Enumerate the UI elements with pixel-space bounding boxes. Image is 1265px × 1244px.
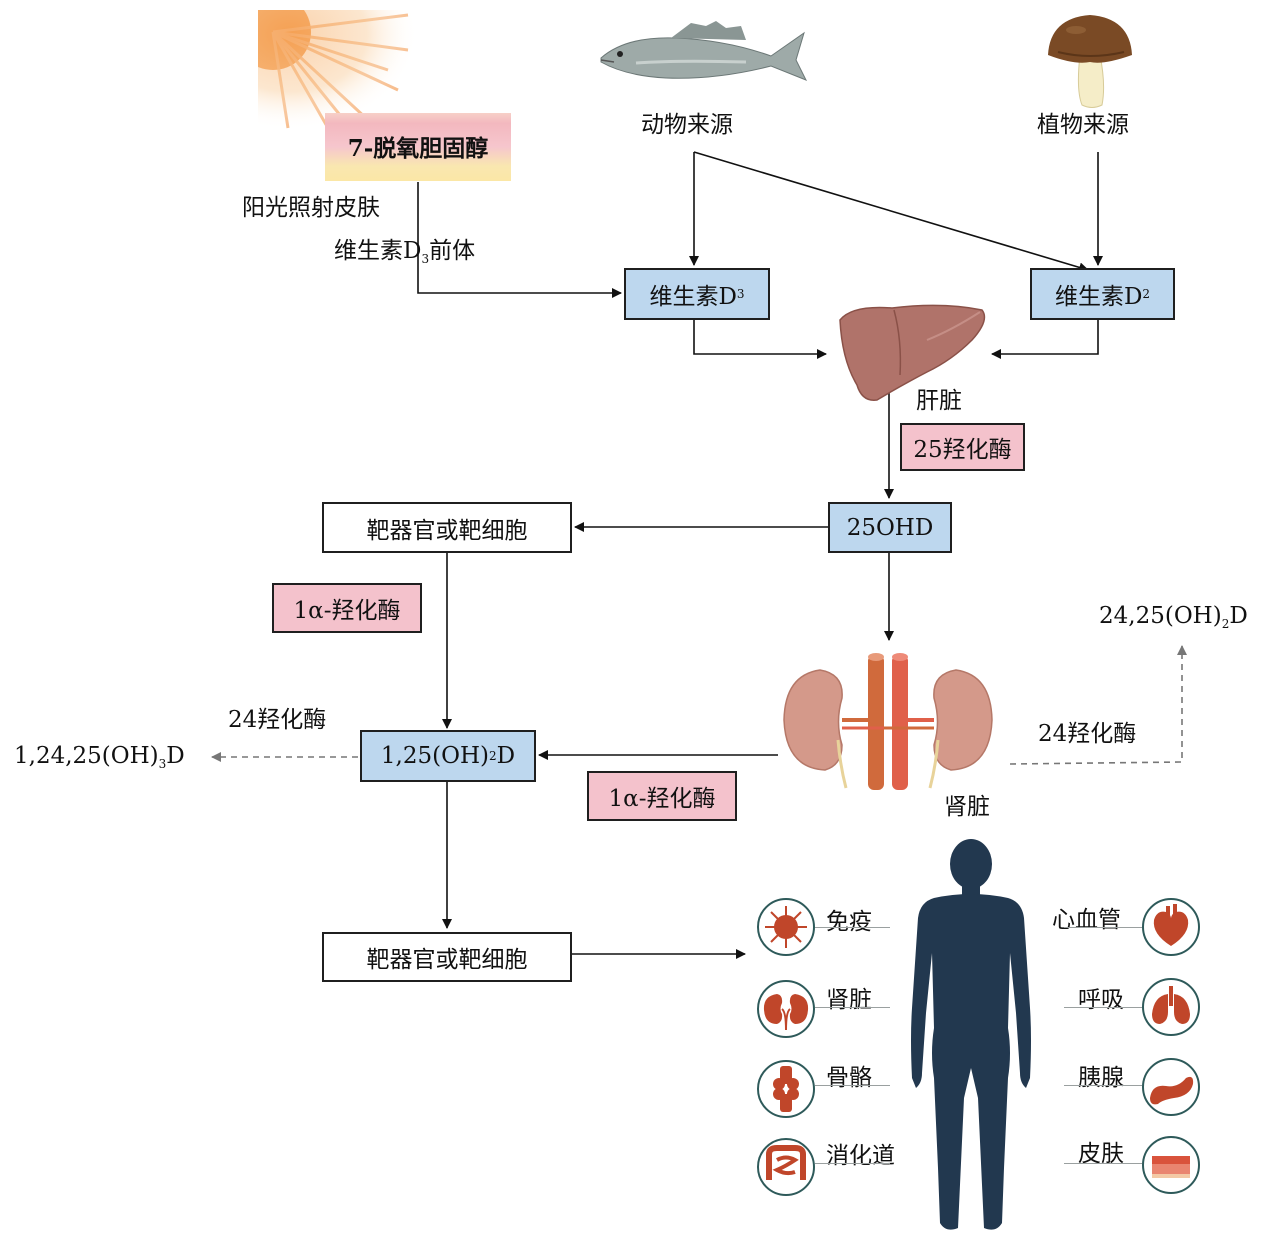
kidneys-icon bbox=[783, 653, 993, 790]
organ-label-respiratory: 呼吸 bbox=[1078, 987, 1124, 1013]
animal-source-label: 动物来源 bbox=[641, 112, 733, 138]
plant-source-label: 植物来源 bbox=[1037, 112, 1129, 138]
enzyme-25-box: 25羟化酶 bbox=[900, 423, 1025, 471]
mushroom-icon bbox=[1048, 15, 1132, 108]
liver-icon bbox=[839, 304, 986, 401]
skin-organ-icon-circle bbox=[1142, 1136, 1200, 1194]
product-12425-label: 1,24,25(OH)3D bbox=[14, 743, 185, 771]
enzyme-24-left-label: 24羟化酶 bbox=[228, 707, 327, 733]
virus-icon bbox=[765, 906, 807, 948]
arrow-skin-to-d3 bbox=[417, 182, 622, 298]
kidney-small-icon bbox=[763, 994, 809, 1031]
skin-icon bbox=[1152, 1156, 1190, 1178]
organ-label-skin: 皮肤 bbox=[1078, 1141, 1124, 1167]
organ-line-immune bbox=[815, 927, 890, 928]
organ-line-kidney bbox=[815, 1007, 890, 1008]
immune-icon-circle bbox=[757, 898, 815, 956]
sun-text: 阳光照射皮肤 bbox=[242, 195, 380, 221]
sun-icon bbox=[258, 10, 418, 130]
heart-icon bbox=[1153, 904, 1189, 946]
enzyme-1a-box-left: 1α-羟化酶 bbox=[272, 583, 422, 633]
organ-label-cardio: 心血管 bbox=[1052, 907, 1121, 933]
fish-icon bbox=[600, 21, 808, 81]
target-organ-box-bottom: 靶器官或靶细胞 bbox=[322, 932, 572, 982]
organ-line-digestive bbox=[815, 1163, 890, 1164]
arrow-d2-to-liver bbox=[991, 320, 1099, 359]
human-body-icon bbox=[911, 839, 1031, 1230]
organ-line-pancreas bbox=[1064, 1085, 1142, 1086]
organ-label-bone: 骨骼 bbox=[826, 1065, 872, 1091]
target-organ-box-top: 靶器官或靶细胞 bbox=[322, 502, 572, 553]
intestine-icon bbox=[766, 1145, 806, 1180]
arrow-kidney-to-2425 bbox=[1009, 645, 1187, 765]
arrow-animal-to-d2 bbox=[693, 151, 1089, 273]
arrow-d3-to-liver bbox=[693, 320, 827, 359]
organ-line-respiratory bbox=[1064, 1007, 1142, 1008]
liver-label: 肝脏 bbox=[916, 388, 962, 414]
organ-label-pancreas: 胰腺 bbox=[1078, 1065, 1124, 1091]
heart-icon-circle bbox=[1142, 898, 1200, 956]
skin-label: 7-脱氧胆固醇 bbox=[347, 135, 489, 162]
kidney-label: 肾脏 bbox=[944, 794, 990, 820]
skin-layer-icon bbox=[325, 113, 511, 181]
precursor-text: 维生素D3前体 bbox=[334, 238, 476, 266]
ohd-box: 25OHD bbox=[828, 502, 952, 553]
lungs-icon bbox=[1152, 986, 1190, 1024]
bone-joint-icon bbox=[773, 1066, 799, 1112]
organ-line-cardio bbox=[1064, 927, 1142, 928]
enzyme-1a-box-right: 1α-羟化酶 bbox=[587, 771, 737, 821]
kidney-organ-icon-circle bbox=[757, 980, 815, 1038]
intestine-icon-circle bbox=[757, 1138, 815, 1196]
bone-icon-circle bbox=[757, 1060, 815, 1118]
organ-label-kidney: 肾脏 bbox=[826, 987, 872, 1013]
organ-label-digestive: 消化道 bbox=[826, 1143, 895, 1169]
organ-line-skin bbox=[1064, 1163, 1142, 1164]
product-2425-label: 24,25(OH)2D bbox=[1099, 603, 1248, 631]
lungs-icon-circle bbox=[1142, 978, 1200, 1036]
pancreas-icon-circle bbox=[1142, 1058, 1200, 1116]
organ-label-immune: 免疫 bbox=[826, 909, 872, 935]
organ-line-bone bbox=[815, 1085, 890, 1086]
pancreas-icon bbox=[1150, 1076, 1194, 1105]
enzyme-24-right-label: 24羟化酶 bbox=[1038, 721, 1137, 747]
